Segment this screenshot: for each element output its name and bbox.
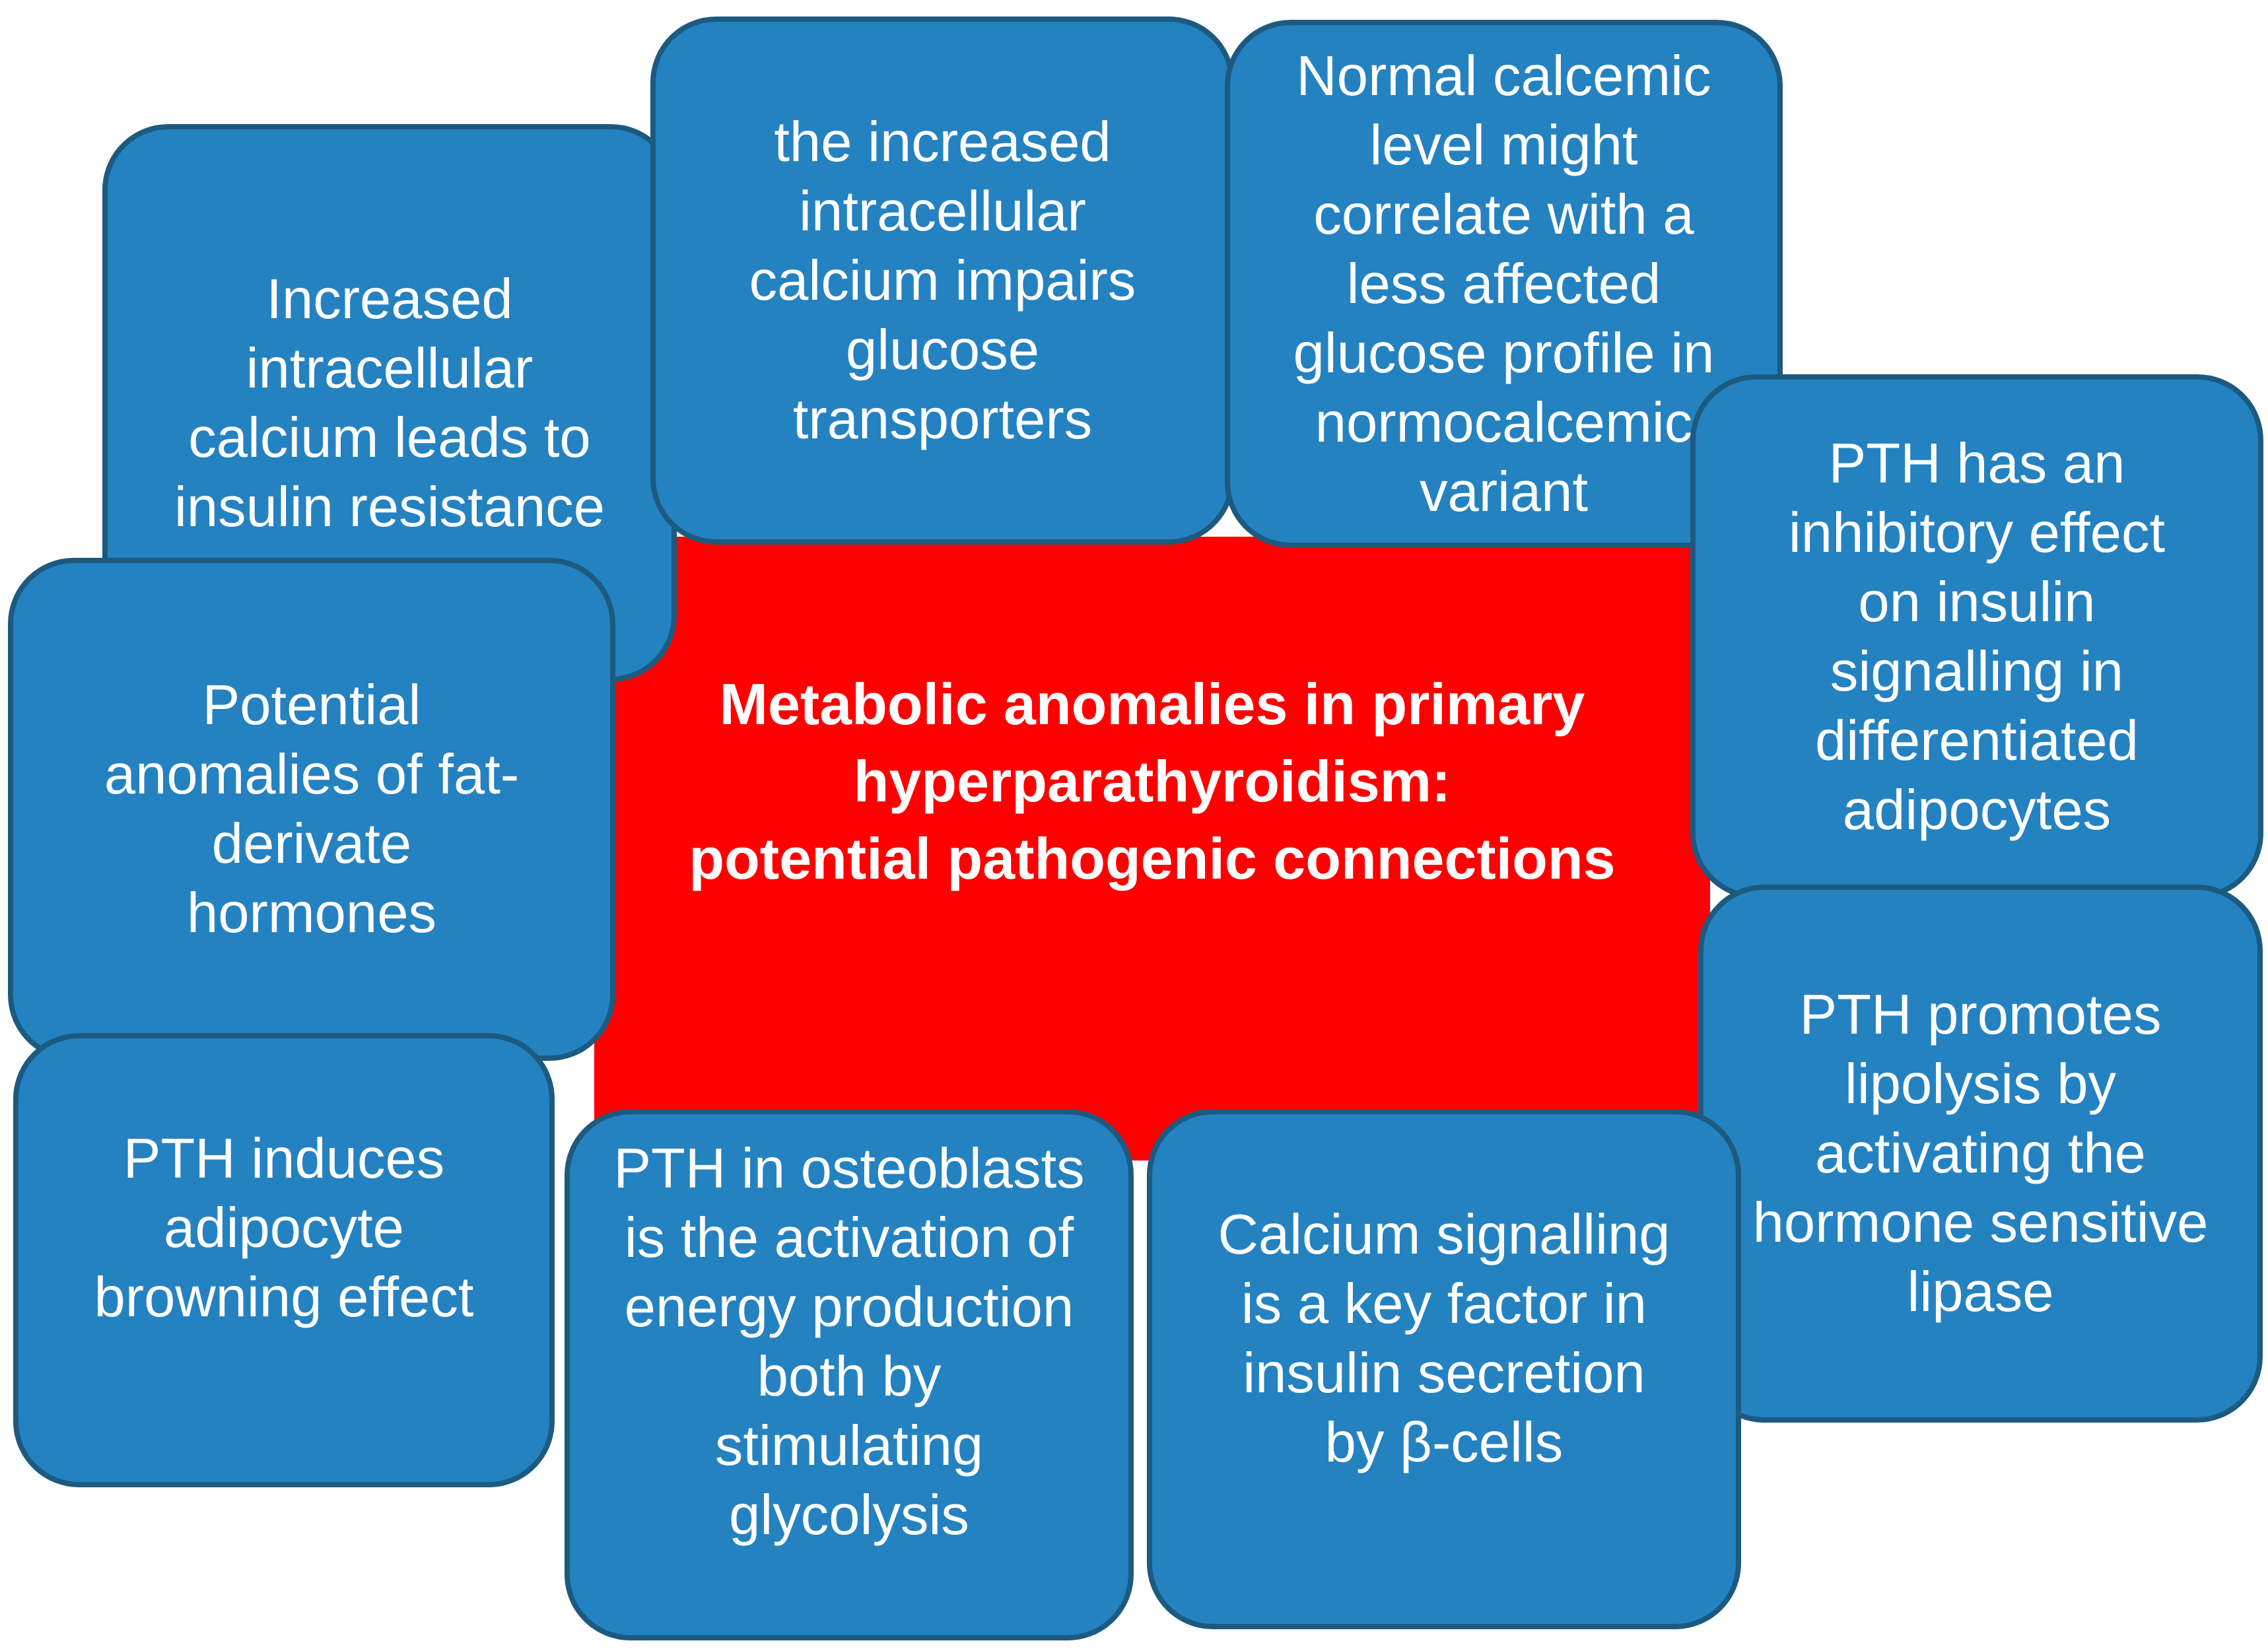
center-panel: Metabolic anomalies in primary hyperpara… xyxy=(594,537,1710,1161)
node-normal-calcemic-level: Normal calcemic level might correlate wi… xyxy=(1225,20,1783,548)
node-potential-anomalies-fat-hormones: Potential anomalies of fat- derivate hor… xyxy=(8,558,615,1061)
node-calcium-signalling-insulin-secretion: Calcium signalling is a key factor in in… xyxy=(1147,1109,1741,1629)
node-pth-induces-adipocyte-browning: PTH induces adipocyte browning effect xyxy=(13,1033,555,1487)
node-pth-in-osteoblasts: PTH in osteoblasts is the activation of … xyxy=(565,1109,1134,1640)
diagram-title: Metabolic anomalies in primary hyperpara… xyxy=(689,671,1616,891)
node-pth-promotes-lipolysis: PTH promotes lipolysis by activating the… xyxy=(1698,885,2263,1423)
node-calcium-impairs-glucose-transporters: the increased intracellular calcium impa… xyxy=(650,17,1235,545)
node-pth-inhibitory-effect: PTH has an inhibitory effect on insulin … xyxy=(1690,374,2263,899)
